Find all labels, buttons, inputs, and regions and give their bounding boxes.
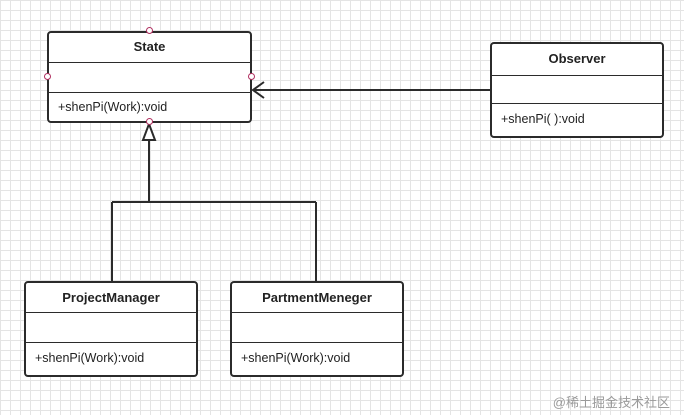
- generalization-triangle: [141, 121, 157, 141]
- resize-handle-left[interactable]: [44, 73, 51, 80]
- class-state-operation: +shenPi(Work):void: [58, 100, 168, 114]
- class-observer-operation: +shenPi( ):void: [501, 112, 585, 126]
- class-partment-meneger-operation: +shenPi(Work):void: [241, 351, 351, 365]
- class-partment-meneger-attributes: [232, 313, 402, 343]
- association-arrowhead: [251, 81, 265, 99]
- class-project-manager[interactable]: ProjectManager +shenPi(Work):void: [24, 281, 198, 377]
- class-partment-meneger[interactable]: PartmentMeneger +shenPi(Work):void: [230, 281, 404, 377]
- class-state-name: State: [49, 33, 250, 63]
- class-project-manager-name: ProjectManager: [26, 283, 196, 313]
- resize-handle-bottom[interactable]: [146, 118, 153, 125]
- class-observer-name: Observer: [492, 44, 662, 76]
- class-state[interactable]: State +shenPi(Work):void: [47, 31, 252, 123]
- watermark: @稀土掘金技术社区: [552, 395, 670, 410]
- class-observer-attributes: [492, 76, 662, 104]
- class-partment-meneger-name: PartmentMeneger: [232, 283, 402, 313]
- resize-handle-top[interactable]: [146, 27, 153, 34]
- class-state-attributes: [49, 63, 250, 93]
- class-observer[interactable]: Observer +shenPi( ):void: [490, 42, 664, 138]
- class-project-manager-operation: +shenPi(Work):void: [35, 351, 145, 365]
- resize-handle-right[interactable]: [248, 73, 255, 80]
- class-project-manager-attributes: [26, 313, 196, 343]
